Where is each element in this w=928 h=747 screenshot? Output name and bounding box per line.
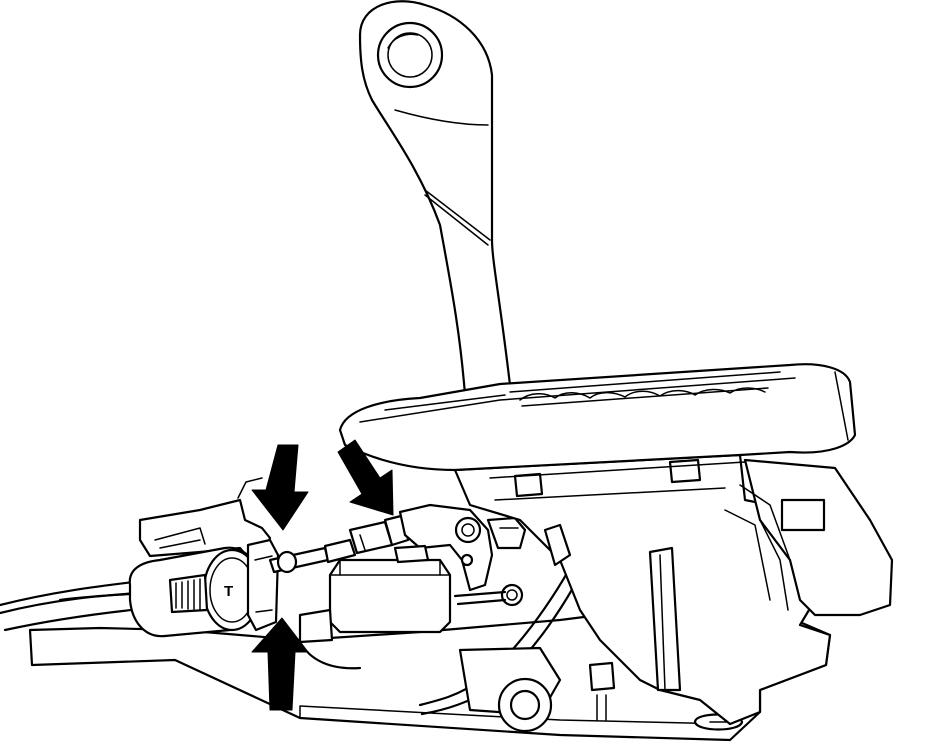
arrow-down-right-icon <box>337 439 394 516</box>
cable-rod <box>268 513 410 574</box>
arrow-up-icon <box>251 617 309 711</box>
shifter-bezel <box>338 363 857 501</box>
shift-lever-arm <box>398 503 527 607</box>
shift-lever <box>358 0 512 397</box>
shift-lock-solenoid <box>298 544 452 670</box>
arrow-down-icon <box>251 444 309 531</box>
cable-terminal-label: T <box>224 583 233 600</box>
shift-cables <box>0 578 152 632</box>
shifter-housing <box>453 453 894 733</box>
